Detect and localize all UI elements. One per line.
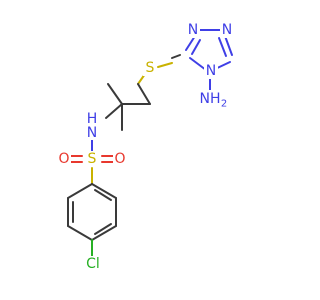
bond-ring-n4-c3	[189, 57, 207, 71]
svg-text:NH: NH	[200, 91, 221, 107]
atom-n-ring-a: N	[186, 22, 200, 38]
bond-c3-c2link	[171, 54, 181, 59]
bond-ar-c6-c1	[91, 183, 117, 199]
svg-text:S: S	[88, 151, 97, 167]
svg-text:N: N	[206, 63, 216, 79]
atom-n-ring-c: N	[204, 63, 218, 79]
atom-s-thio: S	[143, 60, 157, 76]
atom-labels: N N N NH 2 S H N S O	[57, 22, 234, 272]
bonds	[67, 29, 233, 257]
bond-ar-c4-c5	[91, 225, 117, 241]
bond-ring-c3-n1-double	[191, 39, 201, 55]
svg-text:N: N	[222, 22, 232, 38]
svg-text:S: S	[146, 60, 155, 76]
atom-nh-amide: H N	[84, 111, 100, 141]
atom-o-left: O	[57, 151, 71, 167]
svg-text:N: N	[87, 125, 97, 141]
bond-ar-inner-3	[94, 189, 112, 201]
bond-ar-c3-c4	[67, 225, 93, 241]
bond-cq-nh	[105, 103, 123, 119]
atom-s-sulfonyl: S	[85, 151, 99, 167]
svg-text:N: N	[188, 22, 198, 38]
bond-c3-s	[157, 62, 173, 68]
atom-n-ring-b: N	[220, 22, 234, 38]
svg-text:H: H	[87, 111, 98, 127]
svg-text:2: 2	[221, 99, 227, 110]
bond-ring-c3-n1	[185, 35, 196, 51]
atom-nh2: NH 2	[199, 90, 227, 110]
atom-o-right: O	[113, 151, 127, 167]
bond-ar-inner-2	[94, 223, 112, 235]
bond-ar-c1-c2	[67, 183, 93, 199]
bond-s-ch2-c	[137, 83, 151, 105]
bond-ring-n2-c5	[224, 35, 233, 56]
svg-text:O: O	[114, 151, 125, 167]
bond-ring-n2-c5-double	[218, 37, 227, 57]
svg-text:Cl: Cl	[86, 256, 100, 272]
bond-cq-me1	[107, 83, 123, 105]
svg-text:O: O	[58, 151, 69, 167]
molecule-diagram: N N N NH 2 S H N S O	[57, 22, 234, 272]
atom-cl: Cl	[82, 256, 104, 272]
